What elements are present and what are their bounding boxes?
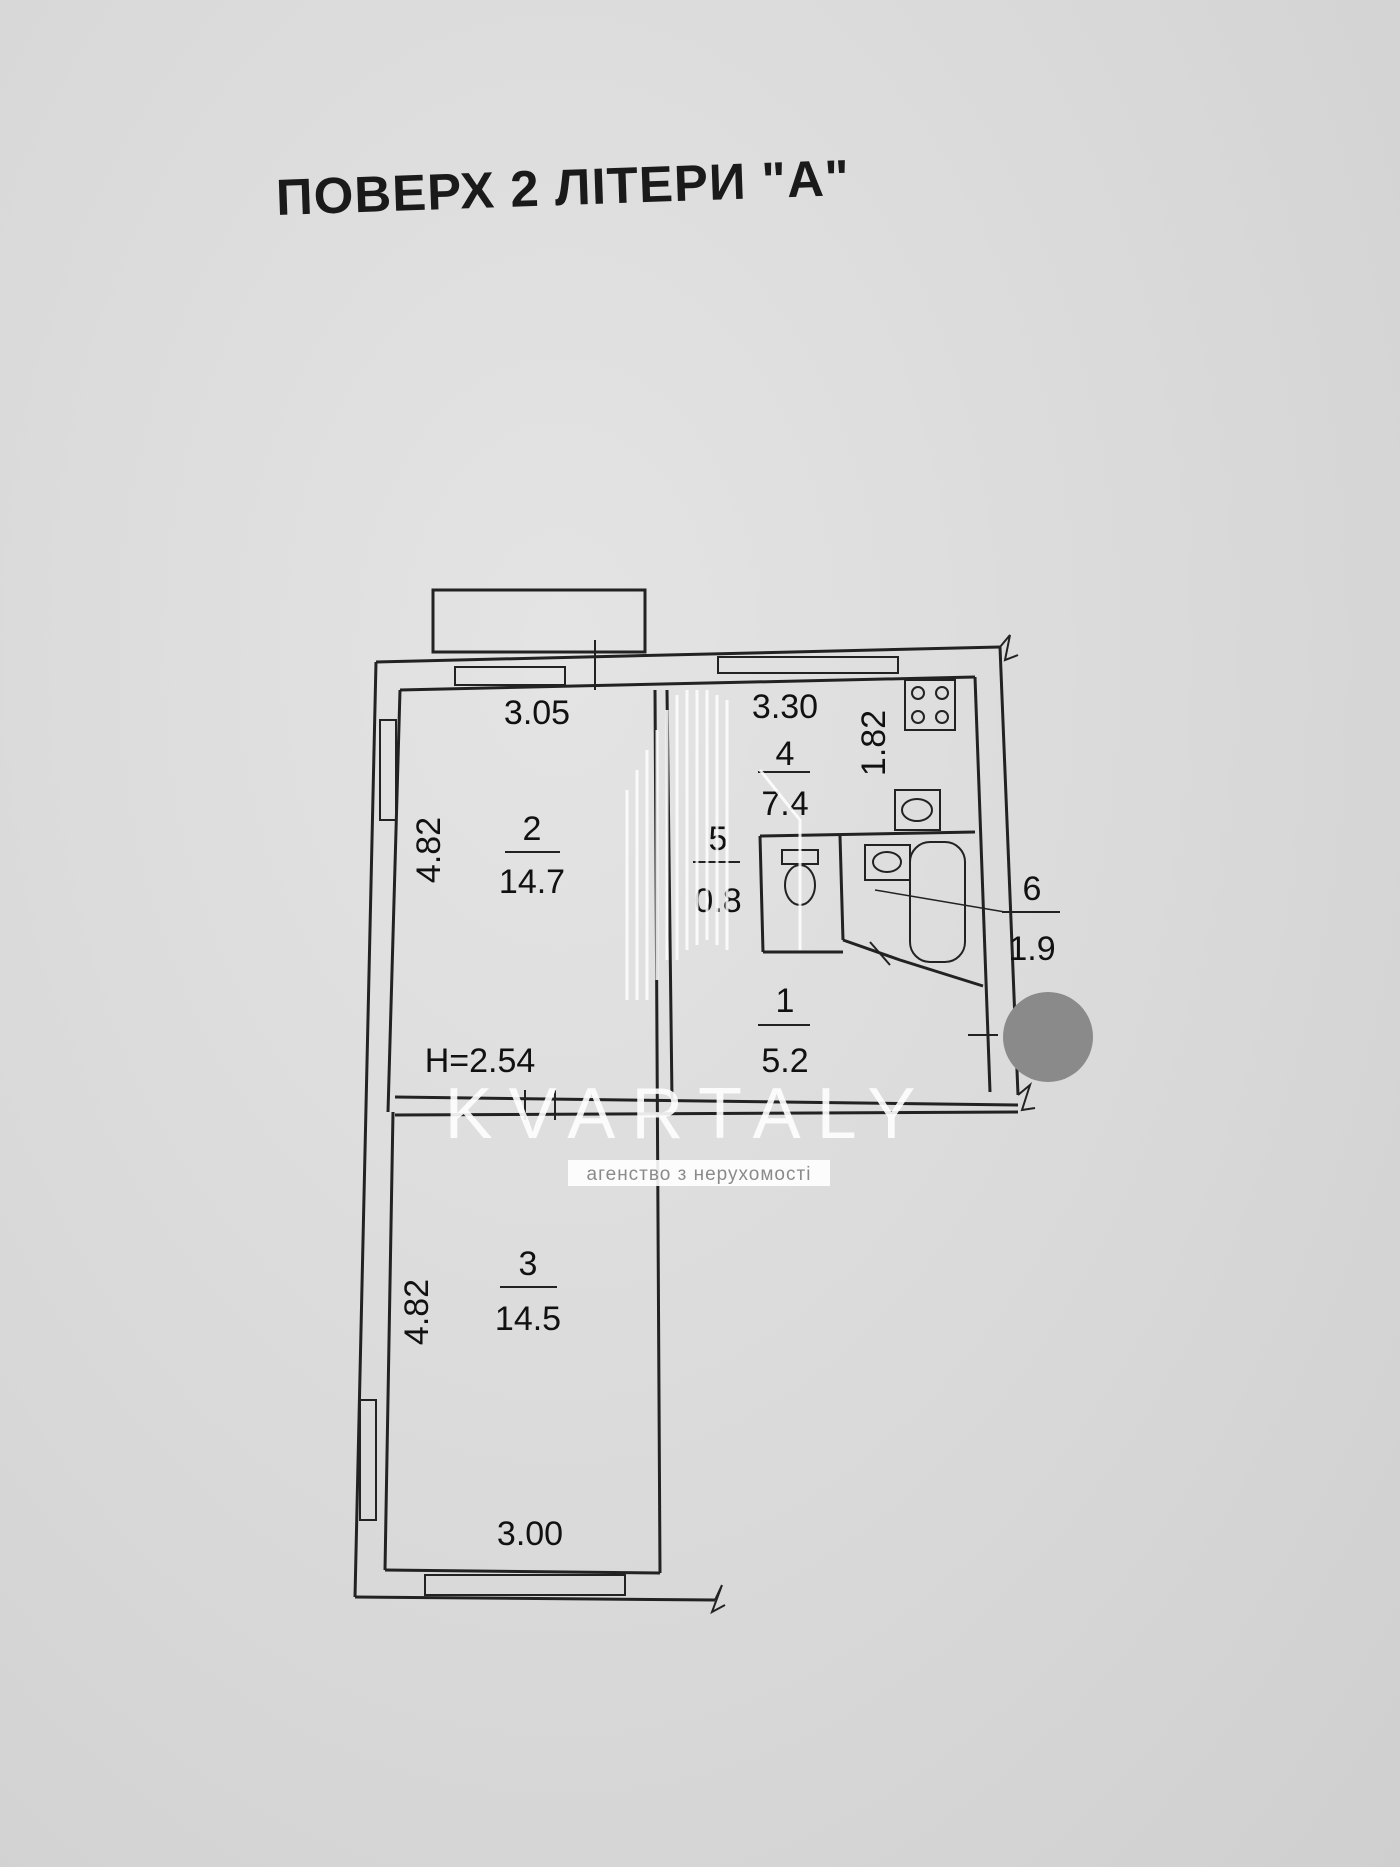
room-2-area: 14.7 [499,863,565,901]
room-6-area: 1.9 [1008,930,1055,968]
window-room-2 [454,666,566,686]
room-6-number: 6 [1023,870,1042,908]
watermark-tagline-box [568,1160,830,1186]
window-kitchen [717,656,899,674]
room-4-length: 1.82 [855,710,893,776]
room-1-area: 5.2 [761,1042,808,1080]
window-left-upper [379,719,397,821]
room-4-area: 7.4 [761,785,808,823]
punch-hole [1003,992,1093,1082]
room-1-number: 1 [776,982,795,1020]
room-4-number: 4 [776,735,795,773]
watermark-logo [625,690,802,1000]
window-left-lower [359,1399,377,1521]
room-4-width: 3.30 [752,688,818,726]
sink-icon [894,789,941,831]
ceiling-height: H=2.54 [425,1042,536,1080]
outer-walls [353,645,1020,1602]
watermark-tagline: агенство з нерухомості [587,1164,812,1185]
room-3-area: 14.5 [495,1300,561,1338]
room-3-width: 3.00 [497,1515,563,1553]
window-room-3 [424,1574,626,1596]
fraction-bars [500,771,1060,1288]
stove-icon [904,679,956,731]
room-3-number: 3 [519,1245,538,1283]
bathtub-icon [909,841,966,963]
room-2-number: 2 [523,810,542,848]
room-2-length: 4.82 [410,817,448,883]
watermark-brand: KVARTALY [445,1074,932,1154]
windows [359,656,899,1596]
washbasin-icon [864,844,911,881]
room-3-length: 4.82 [398,1279,436,1345]
room-2-width: 3.05 [504,694,570,732]
balcony [431,588,647,654]
